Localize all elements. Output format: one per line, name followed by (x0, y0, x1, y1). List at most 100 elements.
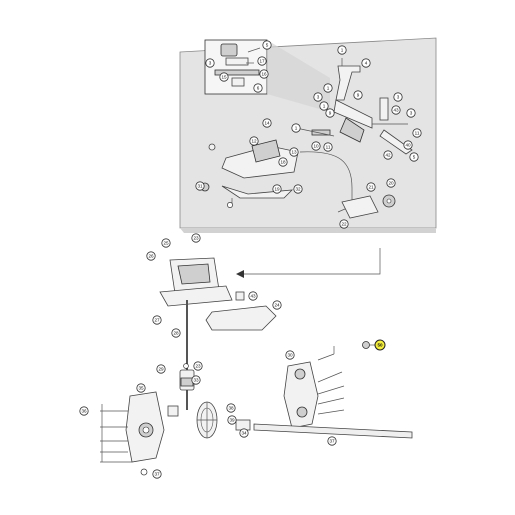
callout-9[interactable]: 9 (353, 90, 363, 100)
callout-1-b[interactable]: 1 (291, 123, 301, 133)
deck-plate (205, 305, 277, 331)
callout-25[interactable]: 25 (161, 238, 171, 248)
svg-text:3: 3 (209, 61, 212, 66)
svg-text:4: 4 (365, 61, 368, 66)
callout-28[interactable]: 28 (171, 328, 181, 338)
axle-rod (235, 419, 413, 439)
callout-23-b[interactable]: 23 (193, 361, 203, 371)
lever-bracket (200, 139, 299, 205)
callout-42[interactable]: 42 (383, 150, 393, 160)
svg-text:11: 11 (326, 145, 331, 150)
callout-3-a[interactable]: 3 (313, 92, 323, 102)
callout-21[interactable]: 21 (366, 182, 376, 192)
svg-text:5: 5 (413, 155, 416, 160)
callout-2-a[interactable]: 1 (323, 83, 333, 93)
callout-5-b[interactable]: 5 (409, 152, 419, 162)
callout-40[interactable]: 40 (403, 140, 413, 150)
svg-text:37: 37 (154, 472, 160, 477)
callout-39[interactable]: 39 (227, 415, 237, 425)
svg-text:5: 5 (266, 43, 269, 48)
callout-12[interactable]: 12 (249, 136, 259, 146)
svg-text:34: 34 (241, 431, 247, 436)
callout-33[interactable]: 33 (191, 375, 201, 385)
callout-2-b[interactable]: 1 (319, 101, 329, 111)
svg-text:6: 6 (257, 86, 260, 91)
svg-text:23: 23 (195, 364, 201, 369)
callout-37-b[interactable]: 37 (152, 469, 162, 479)
svg-text:32: 32 (295, 187, 301, 192)
svg-text:28: 28 (173, 331, 179, 336)
callout-32[interactable]: 32 (293, 184, 303, 194)
callout-19[interactable]: 19 (272, 184, 282, 194)
callout-14[interactable]: 14 (262, 118, 272, 128)
svg-text:33: 33 (193, 378, 199, 383)
callout-37-a[interactable]: 37 (327, 436, 337, 446)
drive-gear-wheel (167, 401, 218, 439)
svg-text:9: 9 (329, 111, 332, 116)
pin-marker-2 (183, 363, 189, 369)
callout-50-highlighted[interactable]: 50 (374, 339, 386, 351)
svg-text:23: 23 (193, 236, 199, 241)
callout-1[interactable]: 1 (337, 45, 347, 55)
svg-text:19: 19 (274, 187, 280, 192)
detail-panel (179, 37, 437, 233)
svg-text:1: 1 (341, 48, 344, 53)
callout-3-b[interactable]: 3 (393, 92, 403, 102)
svg-text:27: 27 (154, 318, 160, 323)
callout-9-b[interactable]: 9 (325, 108, 335, 118)
pivot-arm-assembly (295, 58, 413, 155)
callout-34[interactable]: 34 (239, 428, 249, 438)
svg-text:50: 50 (377, 343, 383, 348)
svg-text:17: 17 (259, 59, 265, 64)
svg-text:26: 26 (148, 254, 154, 259)
svg-text:1: 1 (295, 126, 298, 131)
svg-text:39: 39 (229, 418, 235, 423)
svg-text:11: 11 (415, 131, 420, 136)
callout-11[interactable]: 11 (412, 128, 422, 138)
svg-text:25: 25 (163, 241, 169, 246)
svg-text:3: 3 (397, 95, 400, 100)
callout-29[interactable]: 29 (156, 364, 166, 374)
callout-43-b[interactable]: 43 (248, 291, 258, 301)
callout-36[interactable]: 36 (79, 406, 89, 416)
left-gear-housing (125, 391, 165, 463)
svg-text:36: 36 (81, 409, 87, 414)
callout-31[interactable]: 31 (195, 181, 205, 191)
svg-text:16: 16 (261, 72, 267, 77)
control-cable (299, 151, 353, 213)
svg-text:37: 37 (329, 439, 335, 444)
pin-marker-1 (227, 202, 233, 208)
callout-27[interactable]: 27 (152, 315, 162, 325)
callout-6[interactable]: 6 (253, 83, 263, 93)
svg-text:14: 14 (264, 121, 270, 126)
callout-16[interactable]: 16 (259, 69, 269, 79)
callout-5-a[interactable]: 5 (262, 40, 272, 50)
callout-22[interactable]: 22 (339, 219, 349, 229)
callout-30[interactable]: 30 (285, 350, 295, 360)
callout-43[interactable]: 43 (391, 105, 401, 115)
svg-text:30: 30 (287, 353, 293, 358)
fasteners-right (317, 346, 345, 415)
callout-15[interactable]: 15 (219, 72, 229, 82)
callout-35[interactable]: 35 (136, 383, 146, 393)
svg-text:31: 31 (197, 184, 203, 189)
callout-10[interactable]: 10 (311, 141, 321, 151)
callout-13[interactable]: 13 (289, 147, 299, 157)
connector-arrow (242, 248, 381, 275)
svg-text:3: 3 (317, 95, 320, 100)
callout-11-b[interactable]: 11 (323, 142, 333, 152)
callout-26[interactable]: 26 (146, 251, 156, 261)
callout-3-c[interactable]: 3 (406, 108, 416, 118)
right-gear-housing (283, 361, 319, 429)
svg-text:43: 43 (250, 294, 256, 299)
callout-18[interactable]: 18 (278, 157, 288, 167)
svg-text:38: 38 (228, 406, 234, 411)
callout-17[interactable]: 17 (257, 56, 267, 66)
callout-20[interactable]: 20 (386, 178, 396, 188)
callout-23[interactable]: 23 (191, 233, 201, 243)
callout-38[interactable]: 38 (226, 403, 236, 413)
callout-3-inset[interactable]: 3 (205, 58, 215, 68)
callout-24[interactable]: 24 (272, 300, 282, 310)
callout-4[interactable]: 4 (361, 58, 371, 68)
